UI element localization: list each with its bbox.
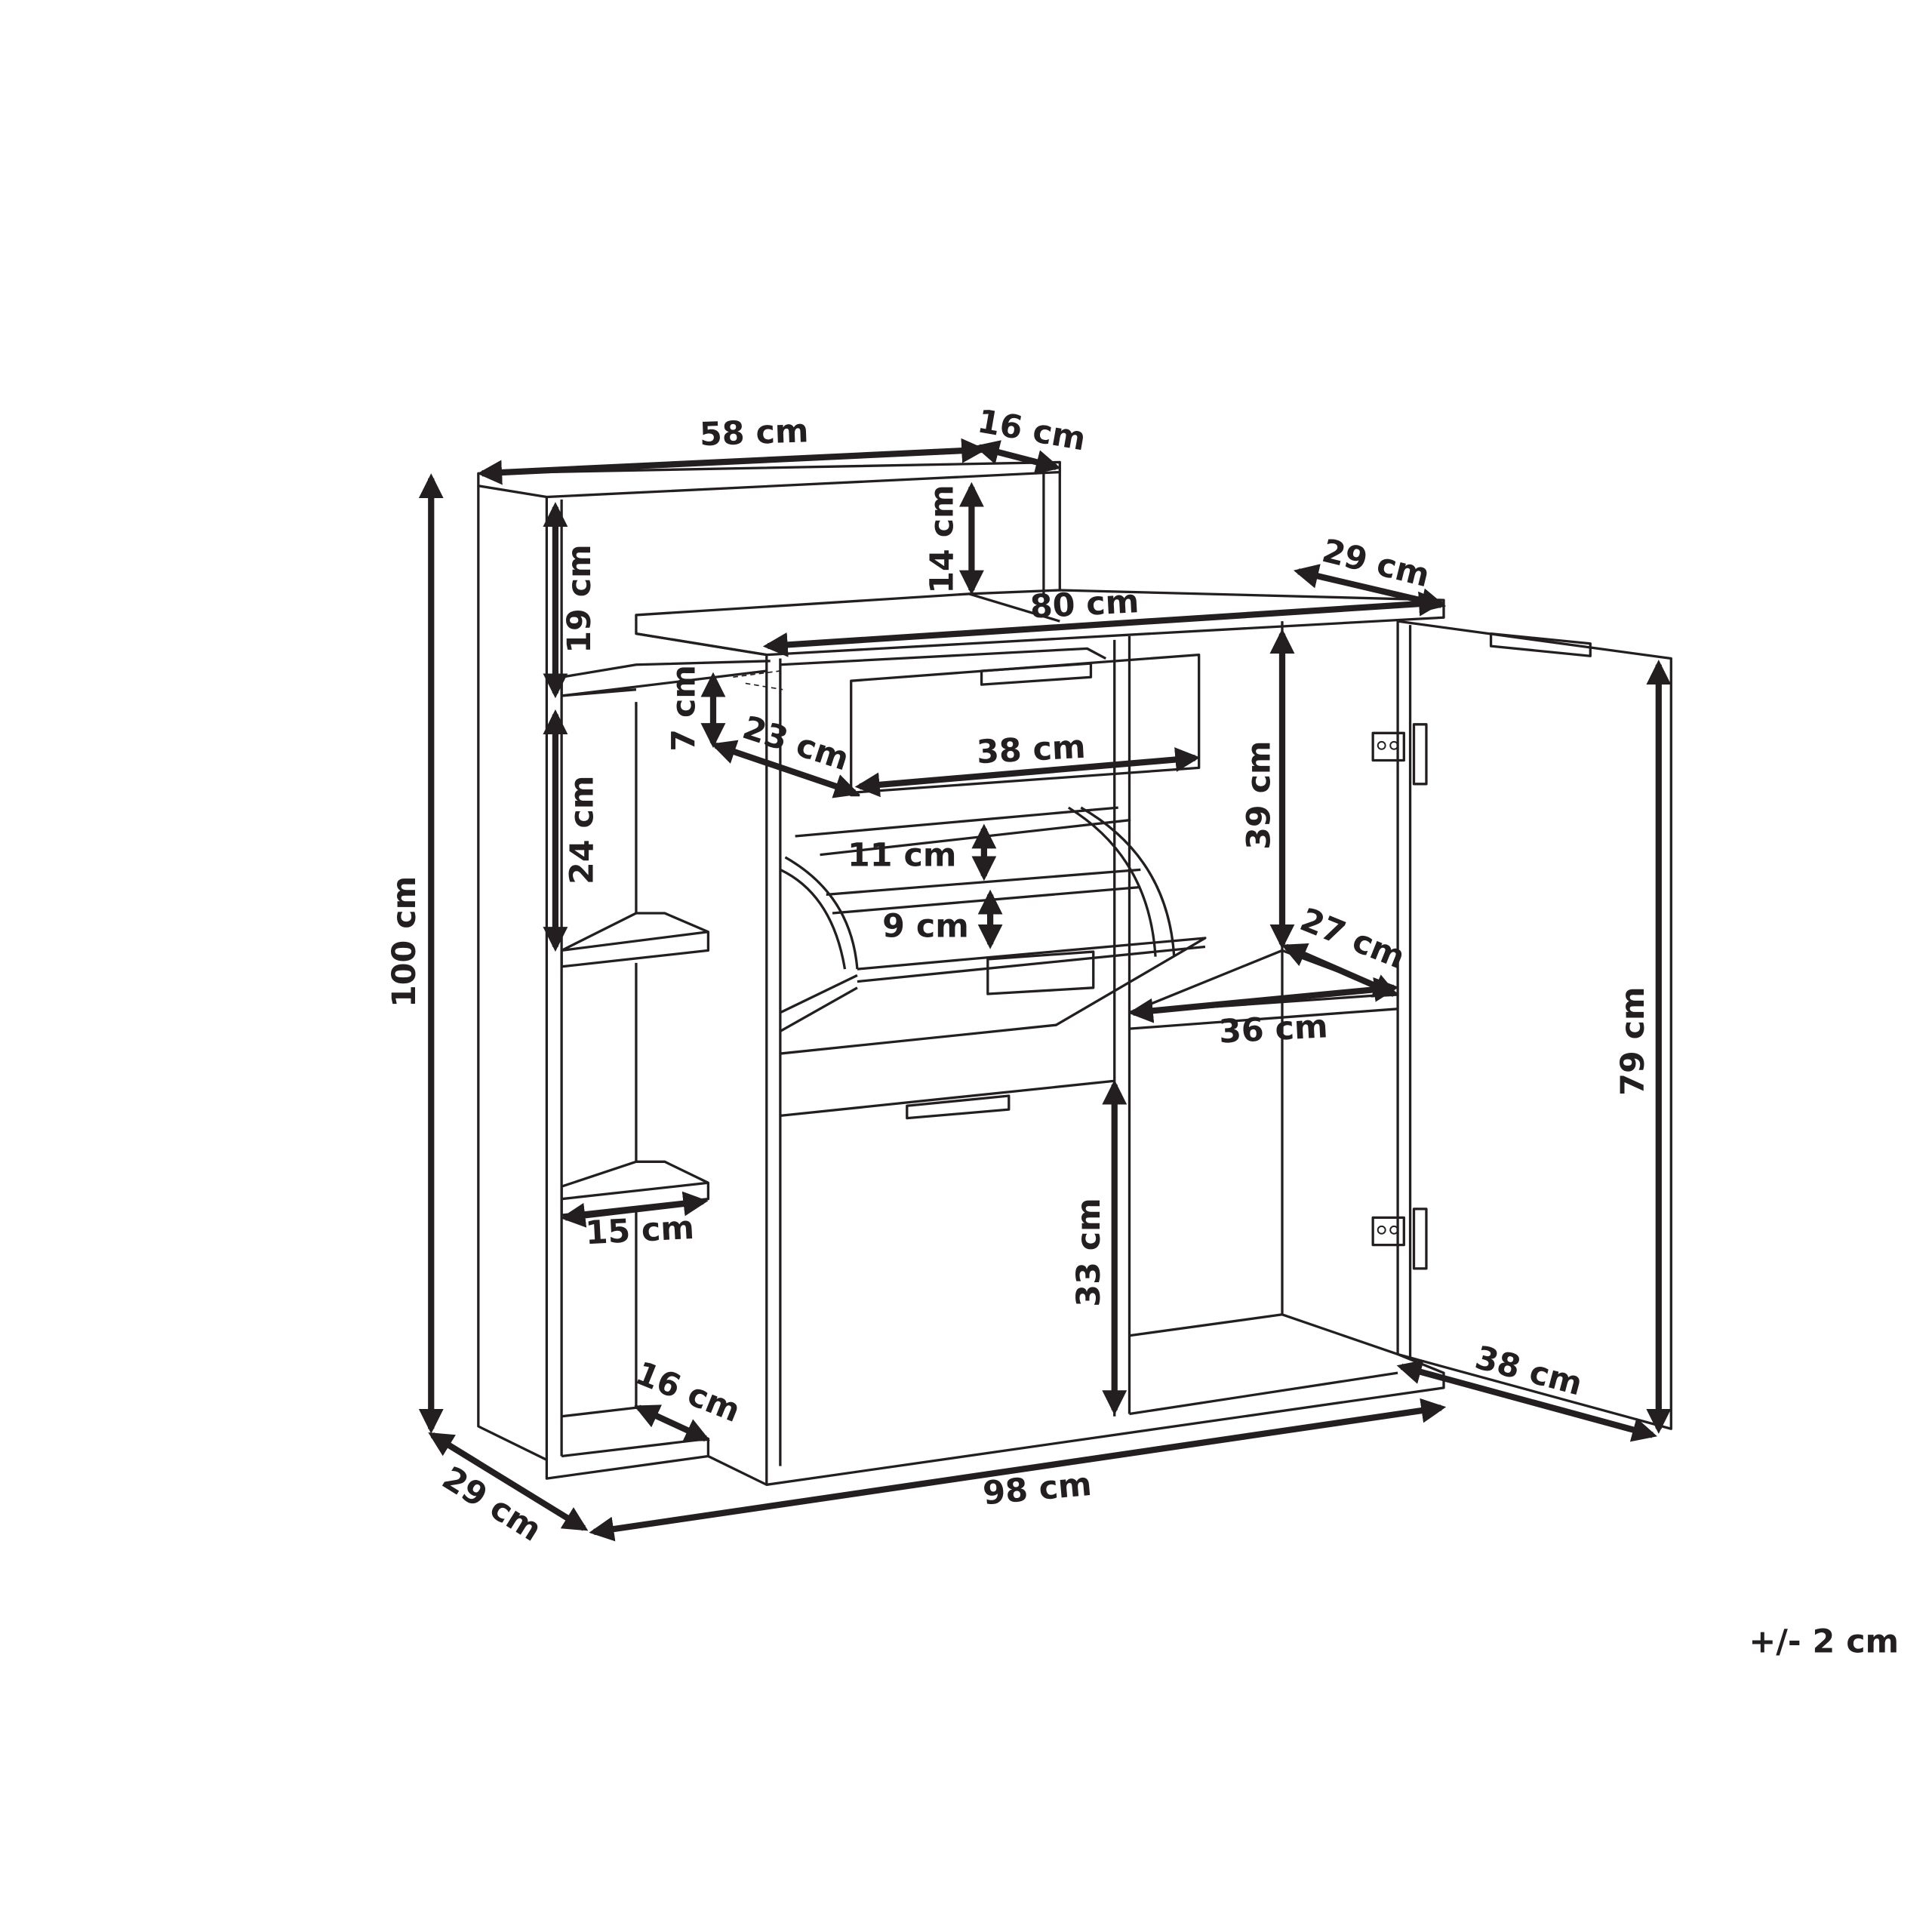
label-drawer-width: 38 cm [976, 728, 1087, 771]
label-upper-shelf-height: 19 cm [561, 544, 598, 653]
label-lower-height: 33 cm [1070, 1198, 1108, 1306]
label-compartment-height: 39 cm [1240, 740, 1278, 849]
label-door-height: 79 cm [1614, 986, 1652, 1095]
label-drawer-height: 7 cm [665, 665, 703, 752]
label-bottom-shelf-depth: 16 cm [630, 1355, 746, 1430]
hinge-icon [1371, 1208, 1428, 1270]
tolerance-note: +/- 2 cm [1749, 1623, 1899, 1661]
label-compartment-width: 36 cm [1218, 1008, 1329, 1051]
label-top-gap-height: 14 cm [924, 485, 961, 593]
label-door-width: 38 cm [1471, 1339, 1586, 1404]
label-flap-upper-height: 11 cm [848, 836, 956, 874]
dimension-arrows [418, 438, 1672, 1542]
label-cabinet-width: 80 cm [1029, 583, 1140, 626]
label-cabinet-depth: 29 cm [1318, 532, 1433, 595]
label-compartment-depth: 27 cm [1295, 901, 1411, 977]
label-flap-lower-height: 9 cm [882, 907, 969, 945]
label-total-height: 100 cm [386, 876, 423, 1008]
label-top-width: 58 cm [699, 412, 809, 454]
label-shelf-width: 15 cm [584, 1209, 695, 1252]
hinge-icon [1371, 723, 1428, 786]
label-drawer-depth: 23 cm [738, 709, 854, 778]
label-middle-shelf-height: 24 cm [563, 776, 601, 884]
label-total-width: 98 cm [981, 1466, 1093, 1512]
